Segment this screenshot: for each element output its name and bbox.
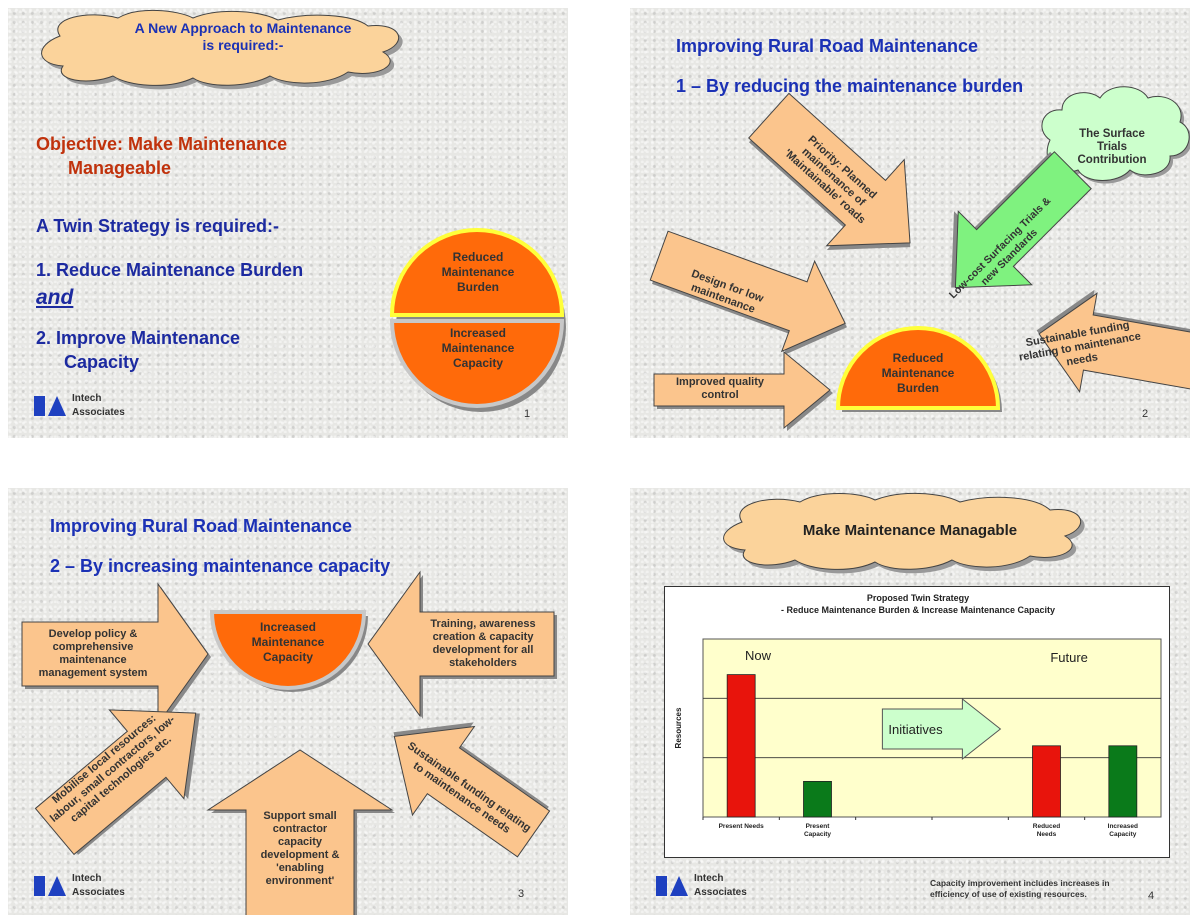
design-arrow xyxy=(649,230,847,356)
slide-subtitle: 1 – By reducing the maintenance burden xyxy=(676,76,1024,96)
twin-strategy-heading: A Twin Strategy is required:- xyxy=(36,216,280,236)
quality-arrow-text: Improved quality control xyxy=(675,376,765,401)
and-connector: and xyxy=(36,286,74,309)
slide-1-graphics xyxy=(41,9,566,412)
training-arrow xyxy=(367,570,557,719)
slide-4-graphics xyxy=(723,493,1085,574)
objective-line-1: Objective: Make Maintenance xyxy=(36,134,288,154)
slide-number: 4 xyxy=(1148,890,1155,902)
initiatives-arrow xyxy=(881,697,1002,761)
objective-line-2: Manageable xyxy=(68,158,172,178)
bar-increased-capacity xyxy=(1108,745,1138,818)
quality-arrow xyxy=(653,350,833,431)
title-cloud xyxy=(41,9,403,90)
slide-title: Improving Rural Road Maintenance xyxy=(676,36,979,56)
item-2-line-2: Capacity xyxy=(64,352,140,372)
logo-line-2: Associates xyxy=(694,887,747,898)
logo-line-2: Associates xyxy=(72,887,125,898)
policy-arrow-text: Develop policy & comprehensive maintenan… xyxy=(38,628,148,679)
priority-arrow xyxy=(748,92,911,251)
funding-arrow xyxy=(1036,289,1190,394)
logo-line-2: Associates xyxy=(72,407,125,418)
slide-1: A New Approach to Maintenance is require… xyxy=(8,8,568,438)
slide-2: Improving Rural Road Maintenance 1 – By … xyxy=(630,8,1190,438)
logo-triangle-icon xyxy=(48,396,66,416)
y-axis-label: Resources xyxy=(674,707,683,748)
cloud-title: Make Maintenance Managable xyxy=(802,522,1018,539)
chart-subtitle: - Reduce Maintenance Burden & Increase M… xyxy=(780,605,1056,615)
support-arrow xyxy=(206,749,395,915)
logo-bar-icon xyxy=(656,876,667,896)
future-label: Future xyxy=(1050,650,1088,665)
training-arrow-text: Training, awareness creation & capacity … xyxy=(430,618,536,669)
item-2-line-1: 2. Improve Maintenance xyxy=(36,328,241,348)
twin-strategy-circle xyxy=(389,228,566,412)
bar-present-needs xyxy=(726,674,756,818)
slide-2-graphics xyxy=(649,86,1190,431)
slide-4: Make Maintenance Managable Proposed Twin… xyxy=(630,488,1190,915)
slide-title: Improving Rural Road Maintenance xyxy=(50,516,353,536)
logo-line-1: Intech xyxy=(72,393,102,404)
semicircle-label: Reduced Maintenance Burden xyxy=(881,351,955,395)
bar-present-capacity xyxy=(803,780,832,818)
mobilise-arrow xyxy=(34,709,200,856)
logo-line-1: Intech xyxy=(72,873,102,884)
logo-line-1: Intech xyxy=(694,873,724,884)
slide-subtitle: 2 – By increasing maintenance capacity xyxy=(50,556,391,576)
increased-capacity-label: Increased Maintenance Capacity xyxy=(441,326,515,370)
surface-trials-cloud xyxy=(1041,86,1190,184)
title-cloud xyxy=(723,493,1085,574)
chart-title: Proposed Twin Strategy xyxy=(866,593,970,603)
slide-number: 2 xyxy=(1142,408,1149,420)
cloud-title: A New Approach to Maintenance is require… xyxy=(134,20,352,53)
x-tick-label: Present Needs xyxy=(719,823,765,830)
footnote-line-1: Capacity improvement includes increases … xyxy=(930,878,1110,888)
slide-number: 3 xyxy=(518,888,525,900)
initiatives-label: Initiatives xyxy=(888,722,943,737)
policy-arrow xyxy=(21,582,211,727)
logo-triangle-icon xyxy=(48,876,66,896)
support-arrow-text: Support small contractor capacity develo… xyxy=(260,810,340,887)
slide-3: Improving Rural Road Maintenance 2 – By … xyxy=(8,488,568,915)
semicircle-label: Increased Maintenance Capacity xyxy=(251,620,325,664)
now-label: Now xyxy=(745,648,772,663)
reduced-burden-label: Reduced Maintenance Burden xyxy=(441,250,515,294)
surface-trials-text: The Surface Trials Contribution xyxy=(1077,128,1147,166)
funding-arrow xyxy=(393,722,551,858)
logo-bar-icon xyxy=(34,396,45,416)
chart-frame: Proposed Twin Strategy - Reduce Maintena… xyxy=(664,586,1170,858)
item-1: 1. Reduce Maintenance Burden xyxy=(36,260,304,280)
reduced-burden-semicircle xyxy=(835,326,1002,412)
increased-capacity-semicircle xyxy=(209,610,368,692)
logo-bar-icon xyxy=(34,876,45,896)
logo-triangle-icon xyxy=(670,876,688,896)
bar-reduced-needs xyxy=(1032,745,1061,818)
footnote: Capacity improvement includes increases … xyxy=(930,878,1110,900)
footnote-line-2: efficiency of use of existing resources. xyxy=(930,889,1087,899)
slide-number: 1 xyxy=(524,408,531,420)
slide-3-graphics xyxy=(21,570,557,915)
low-cost-surfacing-arrow xyxy=(951,151,1092,289)
